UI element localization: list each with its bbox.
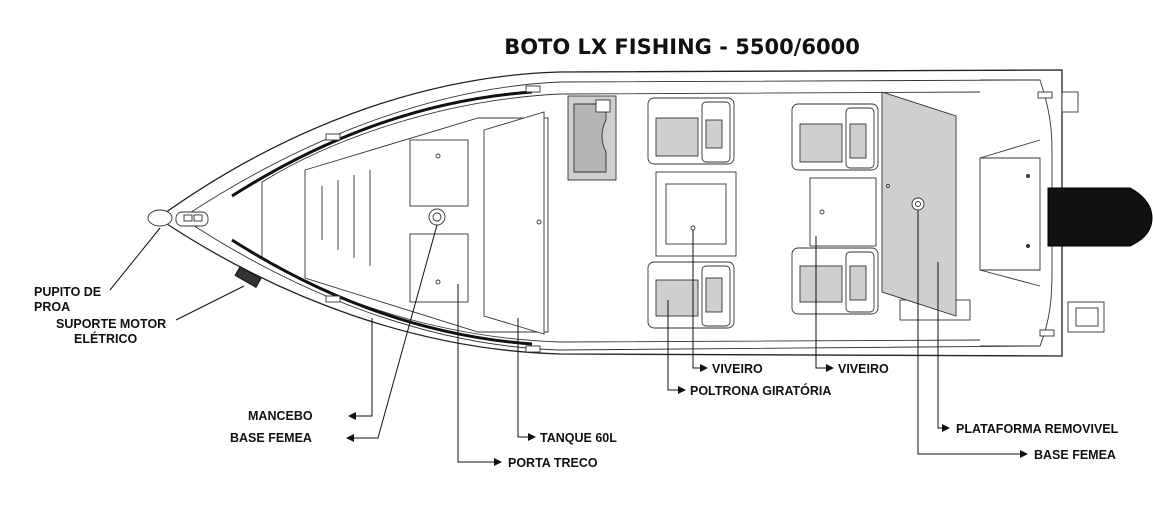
label-pupito-line1: PUPITO DE xyxy=(34,285,101,299)
label-base-femea-left: BASE FEMEA xyxy=(230,431,312,445)
label-porta-treco: PORTA TRECO xyxy=(508,456,598,470)
pupito-de-proa xyxy=(147,209,209,227)
poltrona-giratoria-4 xyxy=(791,247,879,315)
plataforma-removivel xyxy=(881,91,957,317)
outboard-motor xyxy=(1047,187,1153,247)
label-mancebo: MANCEBO xyxy=(248,409,313,423)
leader-lines xyxy=(109,210,1028,466)
porta-treco xyxy=(409,139,469,303)
hull xyxy=(156,69,1105,357)
suporte-motor-eletrico xyxy=(234,265,262,289)
label-plataforma: PLATAFORMA REMOVIVEL xyxy=(956,422,1119,436)
label-pupito-line2: PROA xyxy=(34,300,70,314)
bow-slats xyxy=(321,170,371,266)
viveiro-1 xyxy=(655,171,737,257)
poltrona-giratoria-2 xyxy=(647,261,735,329)
base-femea-bow xyxy=(428,208,446,226)
tanque-60l xyxy=(483,111,545,335)
label-base-femea-right: BASE FEMEA xyxy=(1034,448,1116,462)
poltrona-giratoria-1 xyxy=(647,97,735,165)
label-tanque: TANQUE 60L xyxy=(540,431,617,445)
label-suporte-line2: ELÉTRICO xyxy=(74,331,137,346)
console-box xyxy=(567,95,617,181)
poltrona-giratoria-3 xyxy=(791,103,879,171)
label-viveiro-2: VIVEIRO xyxy=(838,362,889,376)
deck-cleats xyxy=(325,85,1055,353)
label-suporte-line1: SUPORTE MOTOR xyxy=(56,317,166,331)
label-viveiro-1: VIVEIRO xyxy=(712,362,763,376)
diagram-title: BOTO LX FISHING - 5500/6000 xyxy=(504,35,860,59)
label-poltrona: POLTRONA GIRATÓRIA xyxy=(690,383,831,398)
viveiro-2 xyxy=(809,177,877,247)
